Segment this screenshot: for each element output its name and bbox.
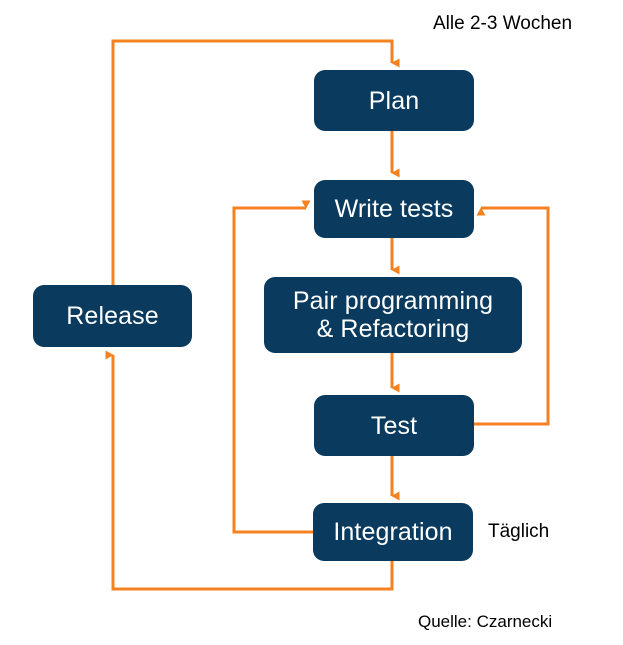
- edge-integration-to-write-tests: [232, 200, 313, 534]
- node-integration[interactable]: Integration: [313, 503, 473, 561]
- annotation-release-cadence: Alle 2-3 Wochen: [433, 13, 573, 34]
- node-integration-label: Integration: [333, 518, 453, 546]
- node-test-label: Test: [370, 411, 418, 440]
- edge-release-to-plan: [111, 39, 400, 285]
- edge-test-to-write-tests: [473, 206, 550, 426]
- node-write-tests[interactable]: Write tests: [314, 180, 474, 238]
- node-plan[interactable]: Plan: [314, 70, 474, 131]
- node-test[interactable]: Test: [314, 395, 474, 456]
- node-pair-programming-label: Pair programming & Refactoring: [292, 287, 494, 343]
- node-release-label: Release: [66, 302, 159, 330]
- node-pair-programming[interactable]: Pair programming & Refactoring: [264, 277, 522, 353]
- annotation-daily-cadence: Täglich: [488, 521, 550, 542]
- edge-integration-to-release: [105, 350, 394, 591]
- node-plan-label: Plan: [368, 86, 420, 115]
- annotation-source: Quelle: Czarnecki: [418, 612, 553, 631]
- node-write-tests-label: Write tests: [334, 195, 454, 223]
- node-release[interactable]: Release: [33, 285, 192, 347]
